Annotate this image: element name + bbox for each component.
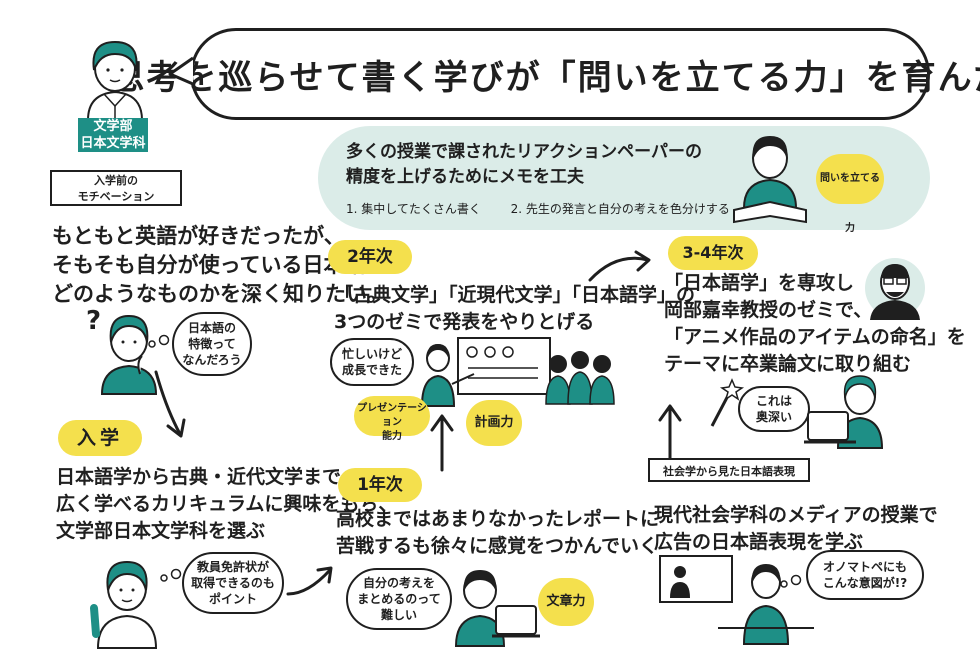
social-speech-line1: オノマトペにも — [822, 560, 907, 574]
waving-student-illustration — [90, 560, 158, 649]
license-line1: 教員免許状が — [196, 560, 269, 574]
year2-line2: 3つのゼミで発表をやりとげる — [334, 311, 595, 333]
social-text: 現代社会学科のメディアの授業で 広告の日本語表現を学ぶ — [654, 502, 938, 556]
year2-thought-line2: 成長できた — [341, 363, 402, 377]
admission-label: 入学 — [58, 420, 142, 456]
thought-bubble-japanese-line3: なんだろう — [182, 353, 242, 367]
admission-line3: 文学部日本文学科を選ぶ — [56, 520, 266, 542]
thought-bubble-japanese-line2: 特徴って — [188, 337, 236, 351]
arrow-to-admission — [154, 370, 186, 438]
year2-text: 「古典文学」「近現代文学」「日本語学」の 3つのゼミで発表をやりとげる — [334, 282, 695, 336]
thought-bubble-japanese-line1: 日本語の — [187, 321, 236, 335]
motivation-text: もともと英語が好きだったが、 そもそも自分が使っている日本語が どのようなものか… — [52, 222, 388, 309]
title-bubble-tail — [168, 56, 194, 86]
arrow-to-year2 — [430, 414, 454, 472]
social-box-label: 社会学から見た日本語表現 — [648, 458, 810, 482]
speech-dots-2 — [160, 568, 182, 582]
skill-writing: 文章力 — [538, 578, 594, 626]
year2-label: 2年次 — [328, 240, 412, 274]
year34-line4: テーマに卒業論文に取り組む — [664, 353, 912, 375]
page-title: 思考を巡らせて書く学びが「問いを立てる力」を育んだ — [110, 57, 980, 98]
year1-line2: 苦戦するも徐々に感覚をつかんでいく — [336, 535, 659, 557]
year34-label: 3-4年次 — [668, 236, 758, 270]
year1-text: 高校まではあまりなかったレポートに 苦戦するも徐々に感覚をつかんでいく — [336, 506, 659, 560]
social-line1: 現代社会学科のメディアの授業で — [654, 504, 938, 526]
social-line2: 広告の日本語表現を学ぶ — [654, 531, 864, 553]
social-speech-line2: こんな意図が!? — [822, 576, 908, 590]
department-label: 文学部 日本文学科 — [78, 118, 148, 152]
memo-point-1: 1. 集中してたくさん書く — [346, 202, 481, 216]
thinking-student-illustration — [100, 314, 158, 395]
arrow-to-year1 — [286, 566, 333, 596]
year1-label: 1年次 — [338, 468, 422, 502]
motivation-line3: どのようなものかを深く知りたい。 — [52, 282, 388, 306]
motivation-banner-line1: 入学前の — [94, 174, 138, 187]
admission-line2: 広く学べるカリキュラムに興味をもち、 — [56, 493, 398, 515]
year34-thought-line2: 奥深い — [755, 410, 792, 424]
department-line2: 日本文学科 — [80, 136, 146, 151]
year1-thought-line2: まとめるのって — [357, 592, 441, 606]
question-mark: ? — [86, 306, 103, 336]
motivation-banner-line2: モチベーション — [77, 190, 155, 203]
year34-thought-line1: これは — [755, 394, 792, 408]
presentation-illustration — [420, 337, 615, 407]
memo-points: 1. 集中してたくさん書く 2. 先生の発言と自分の考えを色分けする — [346, 200, 730, 217]
year1-line1: 高校まではあまりなかったレポートに — [336, 508, 660, 530]
year1-thought-line1: 自分の考えを — [362, 576, 435, 590]
lecture-illustration — [659, 555, 814, 645]
license-speech-bubble: 教員免許状が 取得できるのも ポイント — [182, 552, 284, 614]
year1-thought-line3: 難しい — [380, 608, 417, 622]
department-line1: 文学部 — [93, 119, 133, 134]
magic-wand-icon — [710, 378, 745, 427]
year34-line2: 岡部嘉幸教授のゼミで、 — [664, 299, 873, 321]
year2-line1: 「古典文学」「近現代文学」「日本語学」の — [334, 284, 696, 306]
title-bubble: 思考を巡らせて書く学びが「問いを立てる力」を育んだ — [110, 28, 980, 120]
laptop-student-illustration — [454, 570, 540, 647]
speech-dots-3 — [780, 574, 802, 588]
memo-line1: 多くの授業で課されたリアクションペーパーの — [346, 142, 702, 162]
year34-line3: 「アニメ作品のアイテムの命名」を — [664, 326, 966, 348]
year2-thought-line1: 忙しいけど — [341, 347, 402, 361]
motivation-line1: もともと英語が好きだったが、 — [52, 224, 345, 248]
thought-bubble-japanese: 日本語の 特徴って なんだろう — [172, 312, 252, 376]
admission-text: 日本語学から古典・近代文学まで、 広く学べるカリキュラムに興味をもち、 文学部日… — [56, 464, 397, 545]
skill-questioning: 問いを立てる力 — [816, 154, 884, 234]
arrow-to-year34 — [588, 250, 651, 282]
note-taking-illustration — [733, 136, 807, 224]
license-line2: 取得できるのも — [191, 576, 275, 590]
social-speech-bubble: オノマトペにも こんな意図が!? — [806, 550, 924, 600]
year34-line1: 「日本語学」を専攻し — [664, 272, 855, 294]
student-avatar — [86, 40, 144, 121]
memo-text: 多くの授業で課されたリアクションペーパーの 精度を上げるためにメモを工夫 — [346, 140, 702, 190]
skill-planning: 計画力 — [466, 400, 522, 446]
year34-thought-bubble: これは 奥深い — [738, 386, 810, 432]
skill-presentation-line1: プレゼンテーション — [357, 403, 427, 428]
thought-dots-1 — [148, 334, 170, 348]
motivation-banner: 入学前の モチベーション — [50, 170, 182, 206]
year2-thought-bubble: 忙しいけど 成長できた — [330, 338, 414, 386]
memo-line2: 精度を上げるためにメモを工夫 — [346, 167, 584, 187]
license-line3: ポイント — [208, 592, 257, 606]
skill-presentation: プレゼンテーション 能力 — [354, 396, 430, 442]
year1-thought-bubble: 自分の考えを まとめるのって 難しい — [346, 568, 452, 630]
memo-point-2: 2. 先生の発言と自分の考えを色分けする — [510, 202, 730, 216]
thesis-student-illustration — [804, 375, 884, 449]
admission-line1: 日本語学から古典・近代文学まで、 — [56, 466, 360, 488]
arrow-to-year34-from-social — [658, 404, 682, 462]
skill-presentation-line2: 能力 — [382, 431, 402, 442]
year34-text: 「日本語学」を専攻し 岡部嘉幸教授のゼミで、 「アニメ作品のアイテムの命名」を … — [664, 270, 966, 378]
professor-portrait — [865, 258, 925, 320]
